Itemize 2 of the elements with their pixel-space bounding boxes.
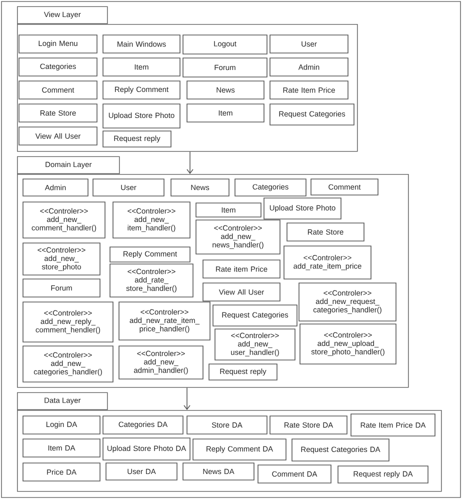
arrow [186,151,194,174]
arrow [184,387,190,410]
